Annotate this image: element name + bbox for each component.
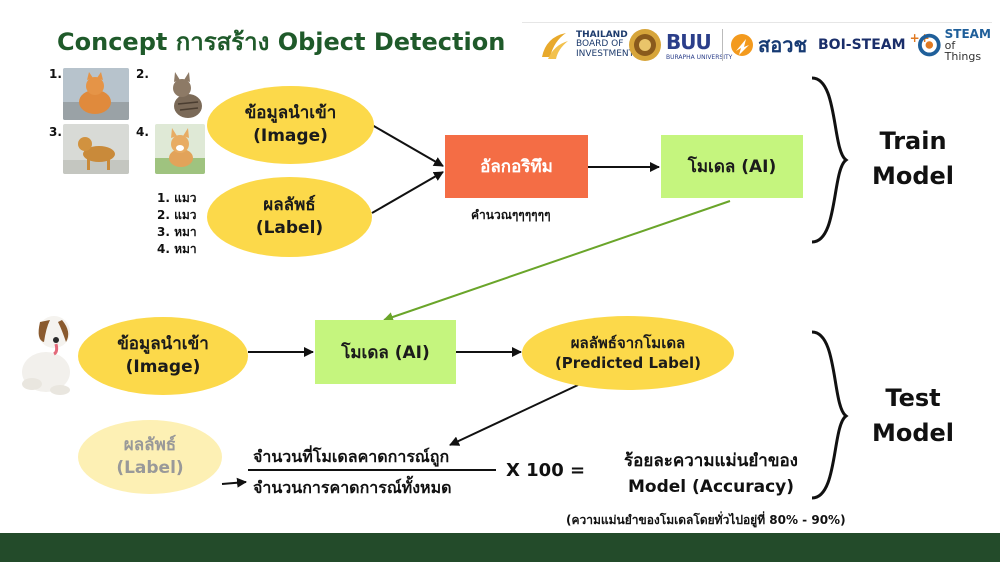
predicted-line1: ผลลัพธ์จากโมเดล xyxy=(570,333,686,352)
label-list: 1. แมว 2. แมว 3. หมา 4. หมา xyxy=(157,190,197,258)
train-model-label: Train Model xyxy=(858,124,968,194)
boi-logo-line2: BOARD OF xyxy=(576,39,624,50)
predicted-label-node: ผลลัพธ์จากโมเดล (Predicted Label) xyxy=(522,316,734,390)
train-label-node: ผลลัพธ์ (Label) xyxy=(207,177,372,257)
train-input-line1: ข้อมูลนำเข้า xyxy=(244,103,337,124)
arrow-label-to-denominator xyxy=(221,477,247,488)
ground-truth-label-node: ผลลัพธ์ (Label) xyxy=(78,420,222,494)
arrow-input-to-algorithm xyxy=(371,124,444,167)
buu-logo-main: BUU xyxy=(666,29,712,54)
train-label-line1: ผลลัพธ์ xyxy=(263,195,316,216)
ground-truth-line1: ผลลัพธ์ xyxy=(123,435,177,456)
golden-dog-photo xyxy=(63,124,129,174)
steam-gear-icon xyxy=(918,33,941,57)
steam-logo-line2: of Things xyxy=(944,39,982,63)
partner-logos: THAILAND BOARD OF INVESTMENT BUU BURAPHA… xyxy=(522,22,992,67)
corgi-dog-photo xyxy=(155,124,205,174)
ground-truth-line2: (Label) xyxy=(116,458,184,478)
train-input-image-node: ข้อมูลนำเข้า (Image) xyxy=(207,86,374,164)
multiply-by-100: X 100 = xyxy=(506,460,586,481)
train-brace-icon xyxy=(811,76,849,244)
test-model-label: Test Model xyxy=(858,381,968,451)
accuracy-note: (ความแม่นยำของโมเดลโดยทั่วไปอยู่ที่ 80% … xyxy=(566,513,846,527)
algorithm-node: อัลกอริทึม xyxy=(445,135,588,198)
label-list-item: 3. หมา xyxy=(157,225,197,239)
train-label-word1: Train xyxy=(879,127,947,155)
test-input-line2: (Image) xyxy=(125,357,201,377)
image-number-1: 1. xyxy=(49,67,62,81)
boi-steam-logo: BOI-STEAM ++ xyxy=(818,23,930,67)
test-brace-icon xyxy=(811,330,849,500)
boi-steam-logo-text: BOI-STEAM xyxy=(818,37,906,53)
algorithm-caption: คำนวณๆๆๆๆๆๆ xyxy=(471,208,551,222)
accuracy-denominator: จำนวนการคาดการณ์ทั้งหมด xyxy=(253,478,452,497)
train-input-line2: (Image) xyxy=(253,126,328,146)
arrow-label-to-algorithm xyxy=(371,171,444,214)
steam-logo-line1: STEAM xyxy=(944,27,991,41)
accuracy-numerator: จำนวนที่โมเดลคาดการณ์ถูก xyxy=(253,447,450,466)
train-model-node: โมเดล (AI) xyxy=(661,135,803,198)
train-label-word2: Model xyxy=(871,161,955,190)
tabby-cat-photo xyxy=(162,68,208,120)
train-label-line2: (Label) xyxy=(255,218,324,238)
arrow-predicted-to-numerator xyxy=(449,384,579,446)
test-input-image-node: ข้อมูลนำเข้า (Image) xyxy=(78,317,248,395)
accuracy-line2: Model (Accuracy) xyxy=(627,477,794,498)
orange-cat-photo xyxy=(63,68,129,120)
test-label-word2: Model xyxy=(871,418,955,447)
label-list-item: 1. แมว xyxy=(157,191,197,205)
label-list-item: 2. แมว xyxy=(157,208,197,222)
image-number-2: 2. xyxy=(136,67,149,81)
buu-logo: BUU BURAPHA UNIVERSITY xyxy=(628,23,732,67)
sorot-logo-text: สอวช xyxy=(758,33,808,57)
buu-logo-sub: BURAPHA UNIVERSITY xyxy=(666,53,733,61)
image-number-3: 3. xyxy=(49,125,62,139)
arrow-trained-model-to-test-model xyxy=(383,200,731,322)
boi-emblem-icon xyxy=(542,33,568,59)
logo-divider xyxy=(722,29,723,61)
buu-seal-icon xyxy=(629,29,661,61)
test-model-node: โมเดล (AI) xyxy=(315,320,456,384)
footer-band xyxy=(0,533,1000,562)
boi-logo: THAILAND BOARD OF INVESTMENT xyxy=(536,23,634,67)
test-input-line1: ข้อมูลนำเข้า xyxy=(117,334,209,355)
sorot-logo: สอวช xyxy=(730,23,807,67)
accuracy-result: ร้อยละความแม่นยำของ Model (Accuracy) xyxy=(606,448,816,501)
boi-logo-line1: THAILAND xyxy=(576,29,628,40)
boi-logo-line3: INVESTMENT xyxy=(576,48,635,59)
plus-plus-icon: ++ xyxy=(909,31,930,45)
predicted-line2: (Predicted Label) xyxy=(554,354,702,372)
steam-of-things-logo: STEAM of Things xyxy=(918,23,992,67)
page-title: Concept การสร้าง Object Detection xyxy=(57,28,506,56)
test-label-word1: Test xyxy=(885,384,941,412)
label-list-item: 4. หมา xyxy=(157,242,197,256)
image-number-4: 4. xyxy=(136,125,149,139)
test-dog-photo xyxy=(10,306,80,396)
accuracy-line1: ร้อยละความแม่นยำของ xyxy=(624,451,798,471)
sorot-emblem-icon xyxy=(731,34,753,56)
